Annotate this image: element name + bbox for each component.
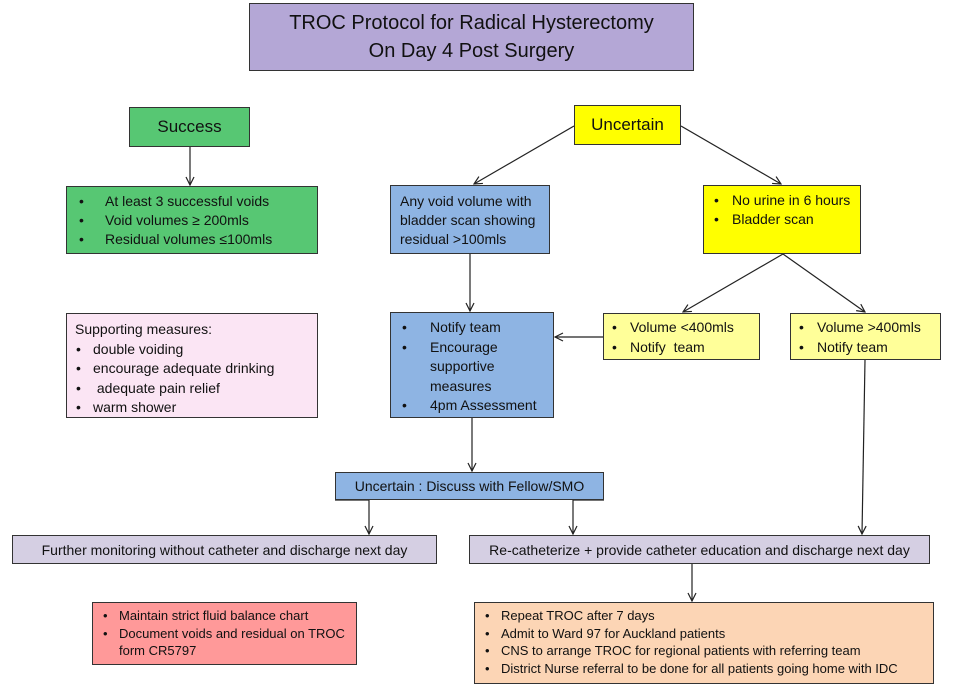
void-scan-text: Any void volume with bladder scan showin…	[400, 193, 536, 247]
title-line-1: TROC Protocol for Radical Hysterectomy	[289, 12, 654, 34]
list-item: Volume <400mls	[606, 318, 755, 338]
no-urine-box: No urine in 6 hours Bladder scan	[703, 185, 861, 254]
list-item: No urine in 6 hours	[708, 191, 856, 210]
supporting-measures-box: Supporting measures: double voiding enco…	[66, 313, 318, 418]
repeat-troc-box: Repeat TROC after 7 days Admit to Ward 9…	[474, 602, 934, 684]
success-criteria-box: At least 3 successful voids Void volumes…	[66, 186, 318, 254]
volume-low-box: Volume <400mls Notify team	[603, 313, 760, 360]
arrow-vol-high-to-recath	[862, 359, 865, 534]
list-item: Notify team	[793, 338, 936, 358]
list-item: At least 3 successful voids	[73, 192, 311, 211]
fluid-balance-box: Maintain strict fluid balance chart Docu…	[92, 602, 357, 665]
volume-high-box: Volume >400mls Notify team	[790, 313, 941, 360]
list-item: encourage adequate drinking	[75, 359, 309, 379]
arrow-discuss-to-further	[335, 499, 369, 534]
list-item: Notify team	[606, 338, 755, 358]
further-monitoring-box: Further monitoring without catheter and …	[12, 535, 437, 564]
notify-team-box: Notify team Encourage supportive measure…	[390, 312, 554, 418]
uncertain-box: Uncertain	[574, 105, 681, 145]
list-item: adequate pain relief	[75, 379, 309, 399]
arrow-no-urine-to-vol-high	[782, 253, 865, 312]
list-item: CNS to arrange TROC for regional patient…	[481, 642, 927, 660]
list-item: Document voids and residual on TROC form…	[99, 625, 350, 660]
void-scan-box: Any void volume with bladder scan showin…	[390, 185, 550, 254]
discuss-fellow-box: Uncertain : Discuss with Fellow/SMO	[335, 472, 604, 500]
list-item: 4pm Assessment	[395, 396, 549, 416]
list-item: Admit to Ward 97 for Auckland patients	[481, 625, 927, 643]
list-item: Notify team	[395, 318, 549, 338]
arrow-discuss-to-recath	[573, 499, 604, 534]
supporting-measures-heading: Supporting measures:	[75, 321, 212, 337]
list-item: Bladder scan	[708, 210, 856, 229]
list-item: Volume >400mls	[793, 318, 936, 338]
list-item: Repeat TROC after 7 days	[481, 607, 927, 625]
list-item: warm shower	[75, 398, 309, 418]
arrow-no-urine-to-vol-low	[683, 253, 784, 312]
list-item: Residual volumes ≤100mls	[73, 230, 311, 249]
success-box: Success	[129, 107, 250, 147]
list-item: double voiding	[75, 340, 309, 360]
arrow-uncertain-to-no-urine	[680, 125, 781, 184]
list-item: Void volumes ≥ 200mls	[73, 211, 311, 230]
recatheterize-box: Re-catheterize + provide catheter educat…	[469, 535, 930, 564]
list-item: Encourage supportive measures	[395, 338, 549, 397]
title-line-2: On Day 4 Post Surgery	[368, 40, 575, 62]
protocol-title: TROC Protocol for Radical Hysterectomy O…	[249, 3, 694, 71]
list-item: District Nurse referral to be done for a…	[481, 660, 927, 678]
list-item: Maintain strict fluid balance chart	[99, 607, 350, 625]
arrow-uncertain-to-void-scan	[474, 125, 575, 184]
